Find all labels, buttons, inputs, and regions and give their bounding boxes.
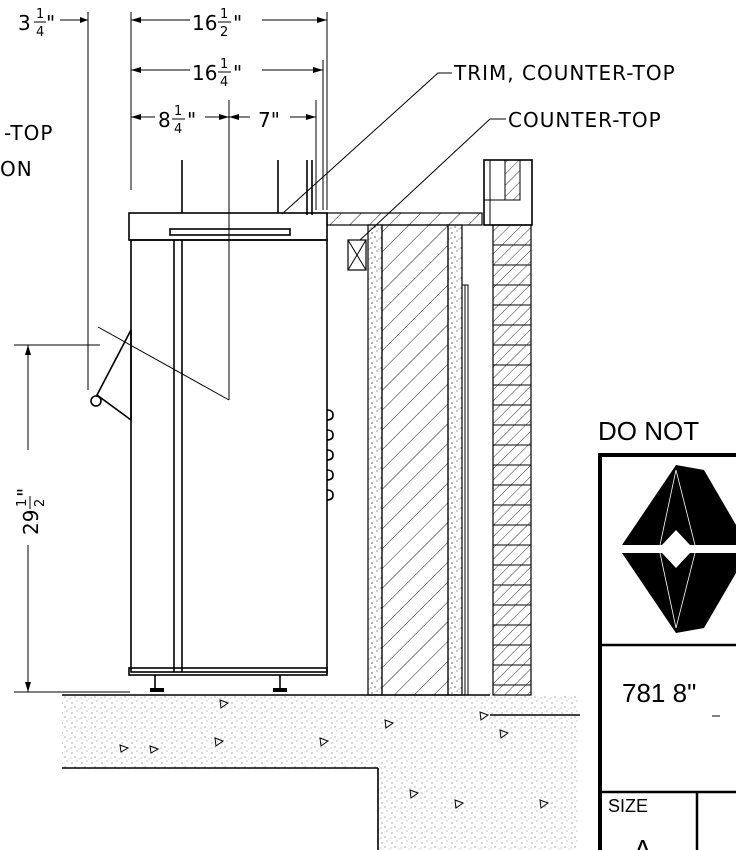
svg-text:1: 1: [15, 499, 30, 507]
dim-7: 7": [258, 108, 280, 132]
svg-text:1: 1: [220, 7, 228, 22]
company-logo: [622, 465, 736, 633]
label-cut-1: -TOP: [4, 121, 53, 145]
floor-slab: [62, 694, 580, 850]
label-countertop: COUNTER-TOP: [508, 108, 662, 132]
svg-text:": ": [46, 11, 55, 35]
svg-text:1: 1: [174, 104, 182, 119]
label-trim-countertop: TRIM, COUNTER-TOP: [453, 61, 676, 85]
label-cut-2: ON: [0, 157, 33, 181]
svg-text:4: 4: [220, 75, 228, 90]
svg-text:4: 4: [174, 122, 182, 137]
wall-section: [326, 159, 533, 696]
svg-text:4: 4: [36, 25, 44, 40]
svg-text:": ": [233, 61, 242, 85]
svg-text:1: 1: [220, 57, 228, 72]
dimension-text: 3 1 4 " 16 1 2 " 16 1 4 " 8 1 4 " 7" 29 …: [13, 7, 280, 535]
title-block: DO NOT 781 8" SIZE A: [598, 416, 736, 850]
dim-29-half: 29: [19, 510, 43, 535]
svg-text:2: 2: [33, 499, 48, 507]
svg-text:": ": [233, 11, 242, 35]
svg-text:": ": [13, 488, 37, 497]
dim-8-quarter: 8: [158, 108, 171, 132]
leader-labels: TRIM, COUNTER-TOP COUNTER-TOP -TOP ON: [0, 61, 676, 401]
title-block-header: DO NOT: [598, 416, 699, 446]
title-block-dimension: 781 8": [622, 678, 696, 708]
svg-text:": ": [187, 108, 196, 132]
svg-text:1: 1: [36, 7, 44, 22]
dim-16-quarter: 16: [192, 61, 217, 85]
dim-16-half: 16: [192, 11, 217, 35]
svg-text:2: 2: [220, 25, 228, 40]
unit-cabinet: [90, 150, 334, 692]
size-value: A: [634, 834, 652, 850]
size-label: SIZE: [608, 796, 648, 816]
dim-3-quarter: 3: [18, 11, 31, 35]
